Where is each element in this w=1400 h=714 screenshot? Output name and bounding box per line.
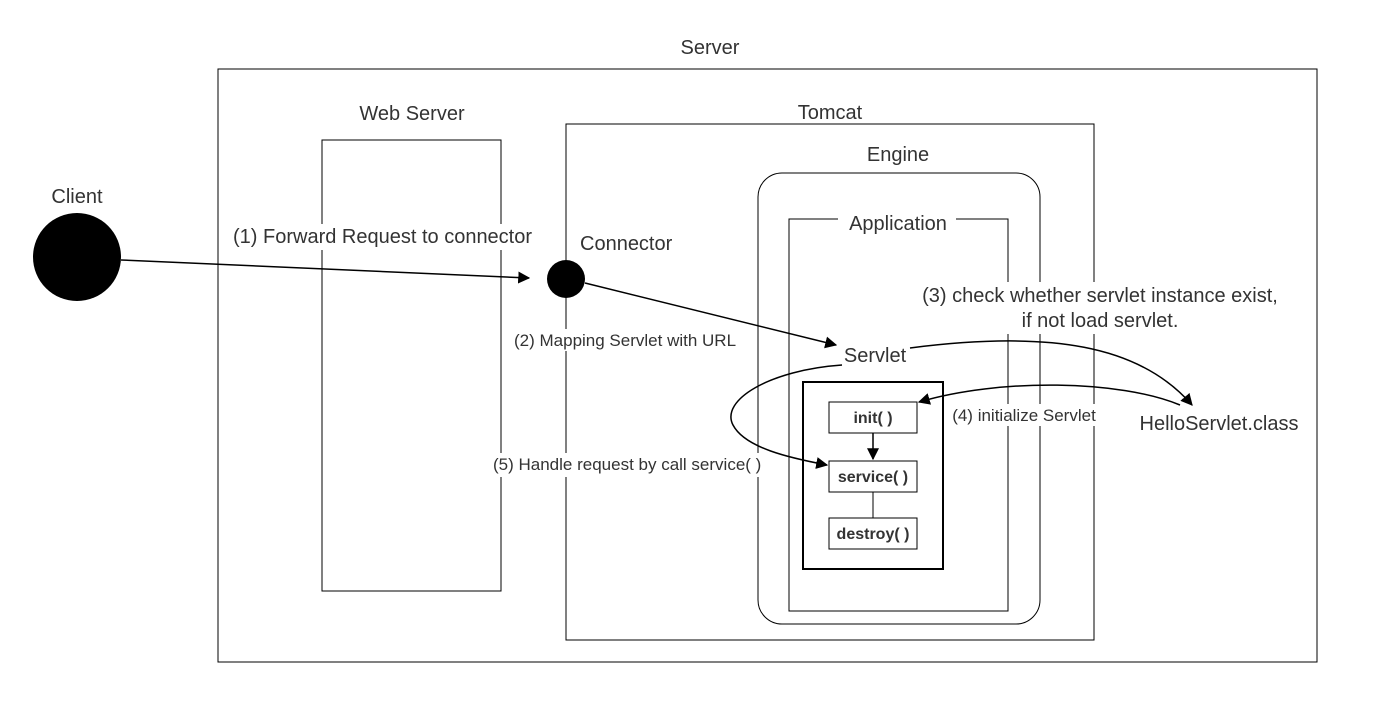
application-title: Application (849, 213, 947, 235)
connector-node (547, 260, 585, 298)
connector-label: Connector (580, 233, 673, 255)
step2-mask (512, 329, 746, 351)
step3-line2: if not load servlet. (1022, 310, 1179, 332)
check-servlet-arrow (909, 340, 1193, 406)
step3-line1: (3) check whether servlet instance exist… (922, 285, 1278, 307)
client-label: Client (51, 186, 103, 208)
server-title: Server (681, 37, 740, 59)
mapping-servlet-arrow (584, 282, 838, 349)
client-node (33, 213, 121, 301)
engine-box (757, 172, 1041, 625)
destroy-method-label: destroy( ) (837, 526, 910, 543)
tomcat-title: Tomcat (798, 102, 863, 124)
servlet-label-mask (838, 341, 912, 367)
step1-label: (1) Forward Request to connector (233, 226, 532, 248)
step3-mask (906, 282, 1296, 334)
web-server-box (321, 139, 502, 592)
step5-label: (5) Handle request by call service( ) (493, 455, 761, 474)
step2-label: (2) Mapping Servlet with URL (514, 331, 736, 350)
step4-label: (4) initialize Servlet (952, 406, 1096, 425)
application-title-mask (838, 209, 956, 231)
web-server-title: Web Server (359, 103, 465, 125)
step1-mask (230, 224, 552, 250)
step4-mask (948, 404, 1100, 426)
init-method-label: init( ) (853, 410, 892, 427)
initialize-servlet-arrow (917, 384, 1181, 406)
hello-servlet-class-label: HelloServlet.class (1140, 413, 1299, 435)
service-method-label: service( ) (838, 469, 908, 486)
forward-request-arrow (120, 259, 531, 284)
handle-request-arrow (730, 364, 843, 469)
engine-title: Engine (867, 144, 929, 166)
step5-mask (490, 453, 770, 477)
server-box (217, 68, 1318, 663)
tomcat-box (565, 123, 1095, 641)
servlet-label: Servlet (844, 345, 907, 367)
servlet-lifecycle-box (802, 381, 944, 570)
